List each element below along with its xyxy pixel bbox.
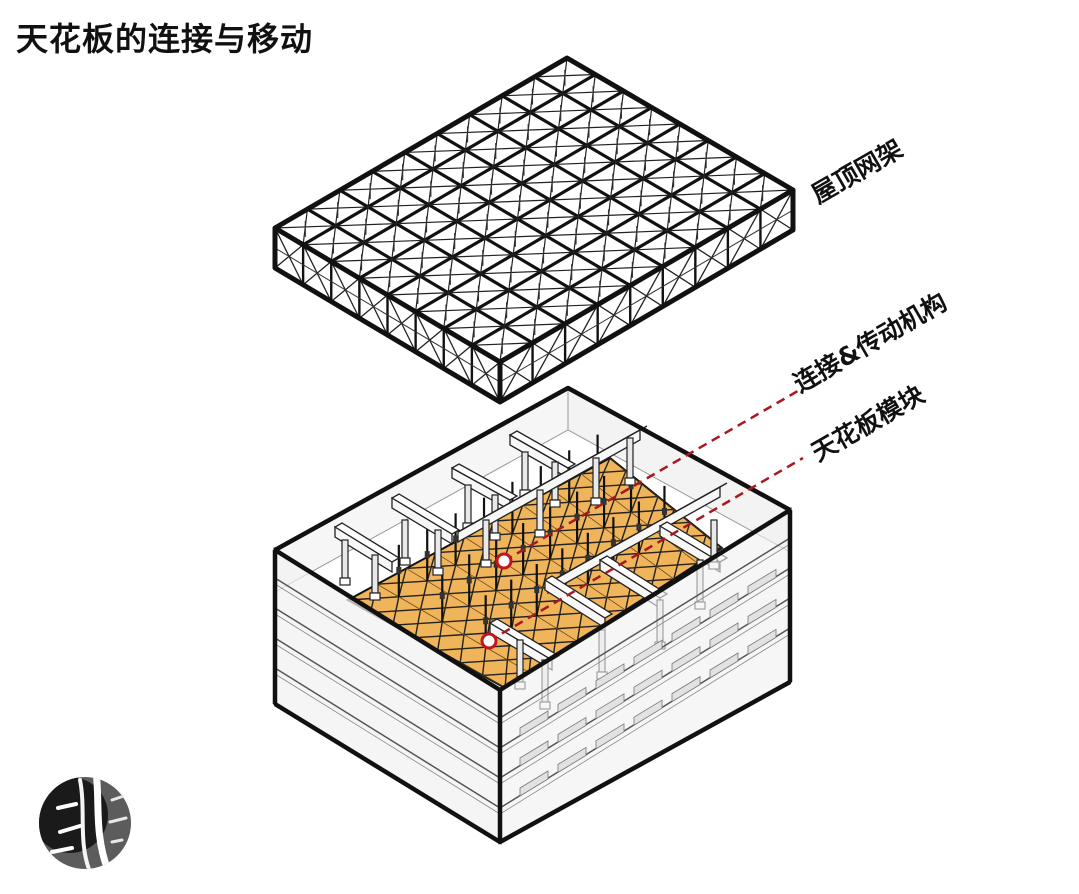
roof-truss: [275, 58, 793, 402]
label-ceiling-module: 天花板模块: [807, 380, 930, 468]
building-block: [275, 388, 799, 842]
ceiling-marker: [482, 634, 496, 648]
brush-stroke-logo-icon: [32, 772, 131, 872]
connection-marker: [497, 554, 511, 568]
label-roof-truss: 屋顶网架: [807, 134, 908, 209]
label-connection-mechanism: 连接&传动机构: [789, 287, 952, 398]
